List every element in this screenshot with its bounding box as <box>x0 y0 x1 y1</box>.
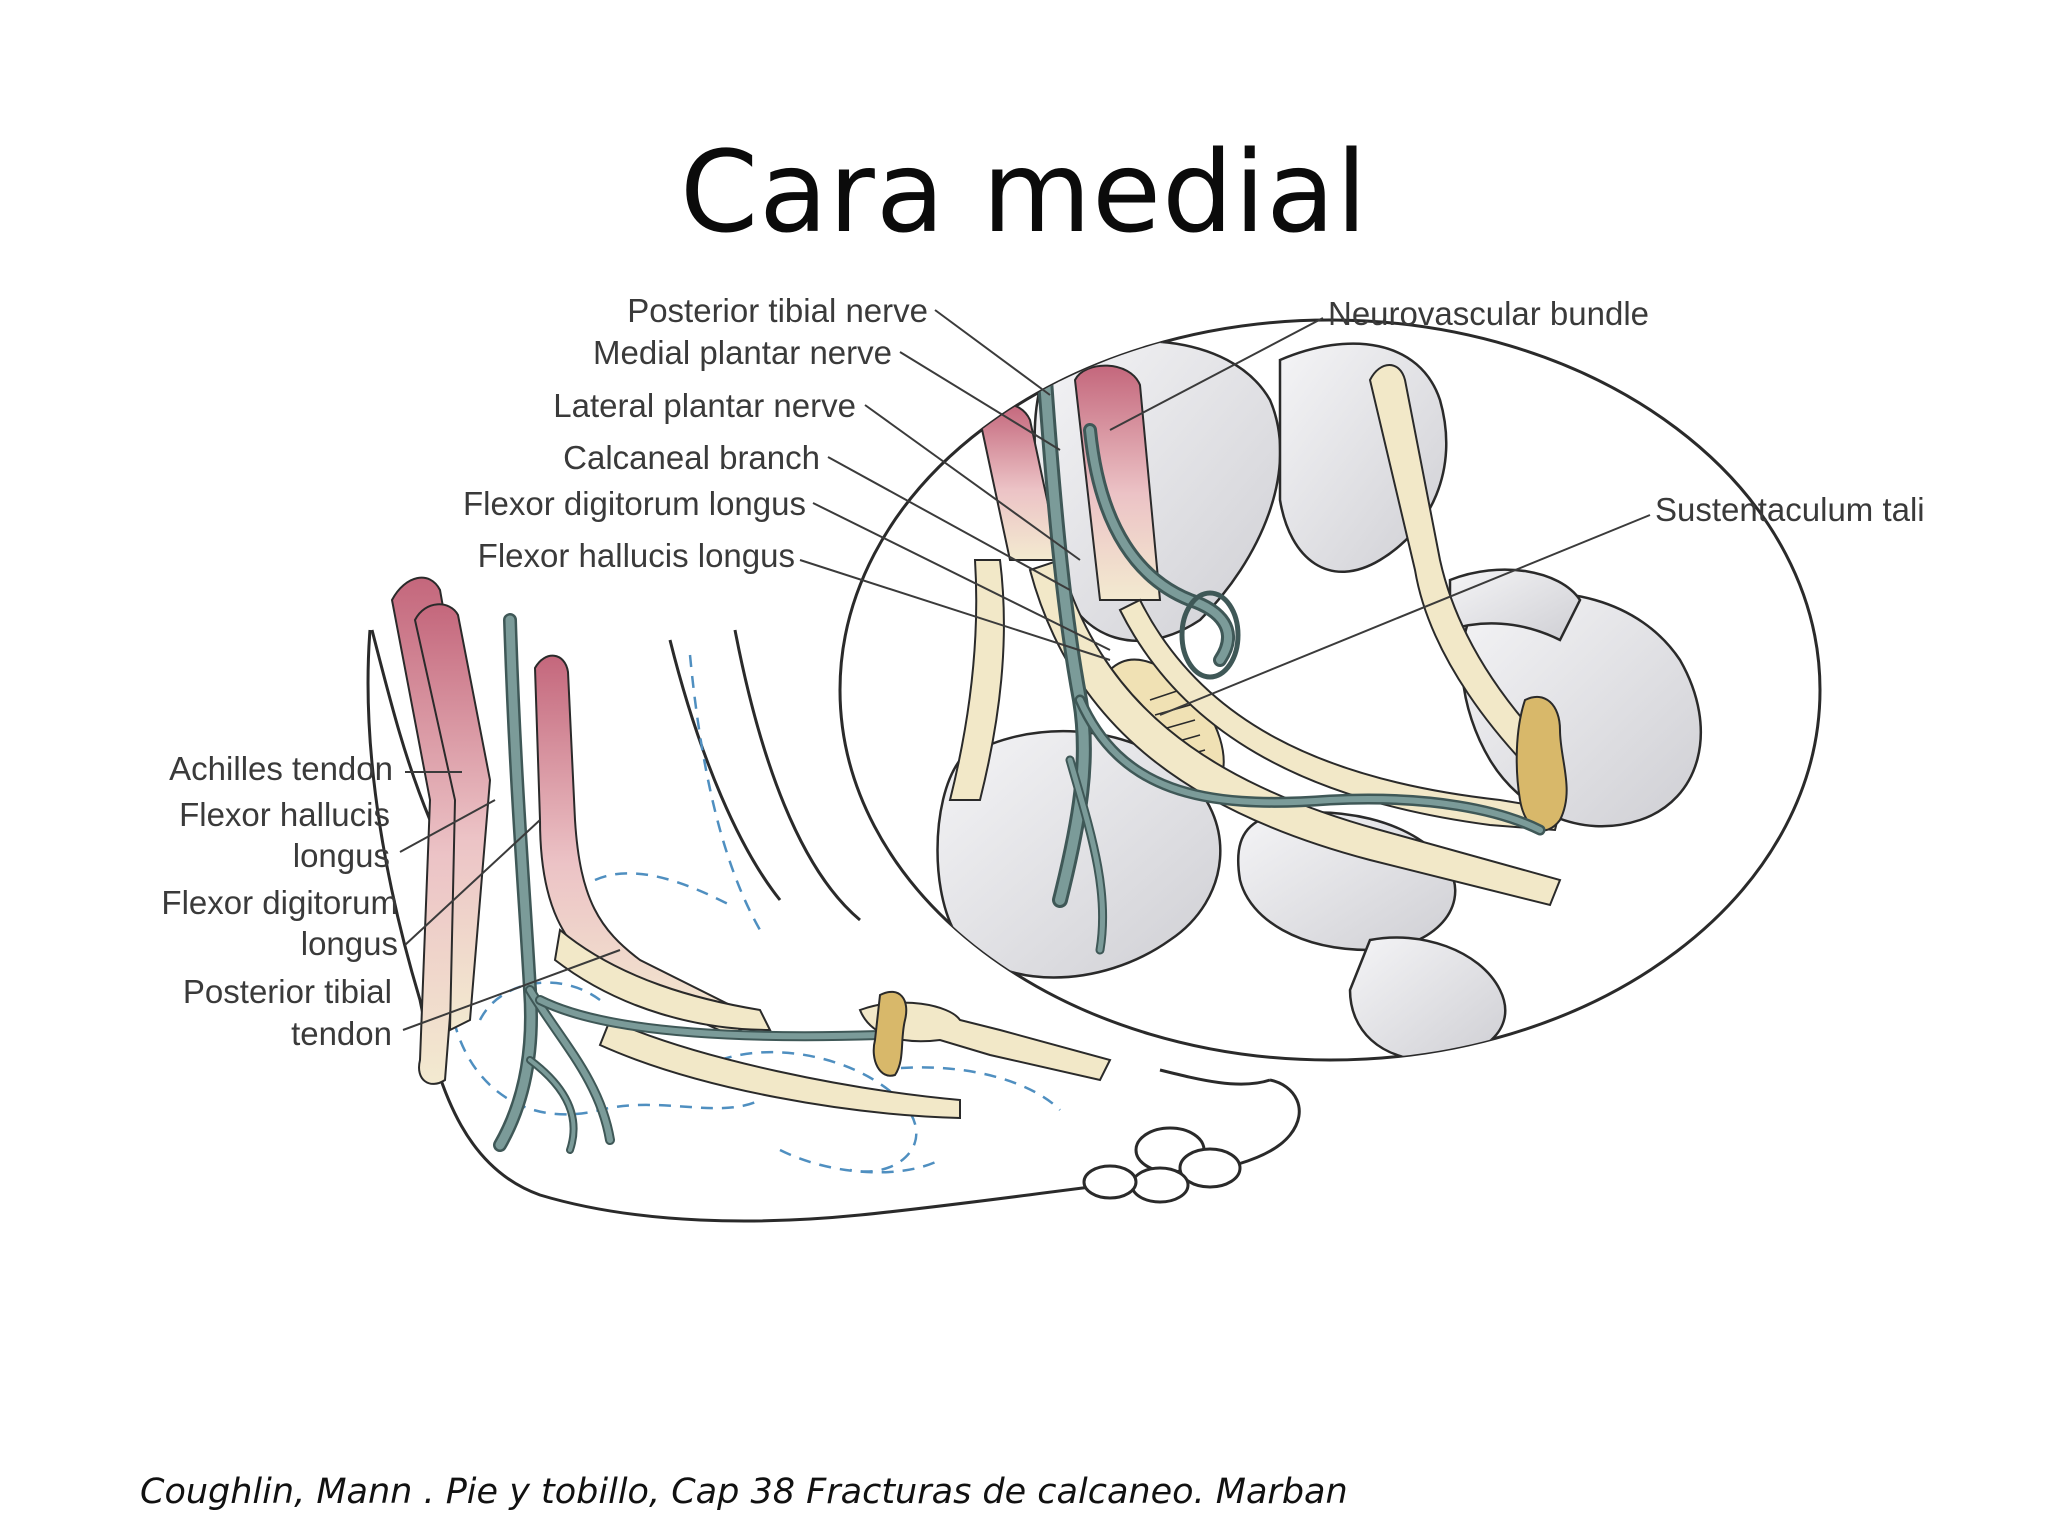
label-flexor-digitorum-line1: Flexor digitorum <box>161 884 398 921</box>
label-flexor-hallucis-line1: Flexor hallucis <box>179 796 390 833</box>
label-medial-plantar-nerve: Medial plantar nerve <box>593 334 892 371</box>
toes <box>1082 1126 1242 1204</box>
label-posterior-tibial-line1: Posterior tibial <box>183 973 392 1010</box>
inset-muscle-right <box>1073 364 1162 601</box>
leader-flexor-digitorum-top <box>812 502 1111 651</box>
leader-lines <box>399 309 1651 1031</box>
leader-flexor-hallucis <box>399 799 496 853</box>
neurovascular-bundle-loop <box>1179 590 1241 680</box>
leader-posterior-tibial <box>402 949 621 1031</box>
label-posterior-tibial-line2: tendon <box>291 1015 392 1052</box>
inset-insertion-pad <box>1515 695 1568 832</box>
leader-neurovascular-bundle <box>1109 317 1324 431</box>
main-tendons <box>553 928 1112 1120</box>
label-achilles-tendon: Achilles tendon <box>169 750 393 787</box>
labels: Posterior tibial nerve Medial plantar ne… <box>161 292 1924 1052</box>
label-neurovascular-bundle: Neurovascular bundle <box>1328 295 1649 332</box>
leader-sustentaculum-tali <box>1159 514 1651 716</box>
label-posterior-tibial-nerve: Posterior tibial nerve <box>627 292 928 329</box>
slide-title: Cara medial <box>679 128 1369 258</box>
source-citation: Coughlin, Mann . Pie y tobillo, Cap 38 F… <box>140 1472 1348 1512</box>
label-lateral-plantar-nerve: Lateral plantar nerve <box>553 387 856 424</box>
label-flexor-hallucis-longus-top: Flexor hallucis longus <box>478 537 795 574</box>
main-insertion-pad <box>872 990 908 1077</box>
main-posterior-tibial-nerve <box>493 613 885 1154</box>
label-flexor-hallucis-line2: longus <box>293 837 390 874</box>
magnified-inset <box>838 318 1822 1062</box>
leader-flexor-hallucis-top <box>799 559 1111 661</box>
label-calcaneal-branch: Calcaneal branch <box>563 439 820 476</box>
label-flexor-digitorum-line2: longus <box>301 925 398 962</box>
label-sustentaculum-tali: Sustentaculum tali <box>1655 491 1925 528</box>
leader-lateral-plantar-nerve <box>864 404 1081 561</box>
label-flexor-digitorum-longus-top: Flexor digitorum longus <box>463 485 806 522</box>
leader-medial-plantar-nerve <box>899 351 1061 451</box>
leader-flexor-digitorum <box>404 819 541 946</box>
main-flexor-muscle <box>533 654 763 1037</box>
leader-calcaneal-branch <box>827 456 1071 591</box>
main-achilles-muscle <box>390 576 492 1085</box>
inset-nerves <box>1037 372 1546 955</box>
leader-posterior-tibial-nerve <box>934 309 1051 396</box>
